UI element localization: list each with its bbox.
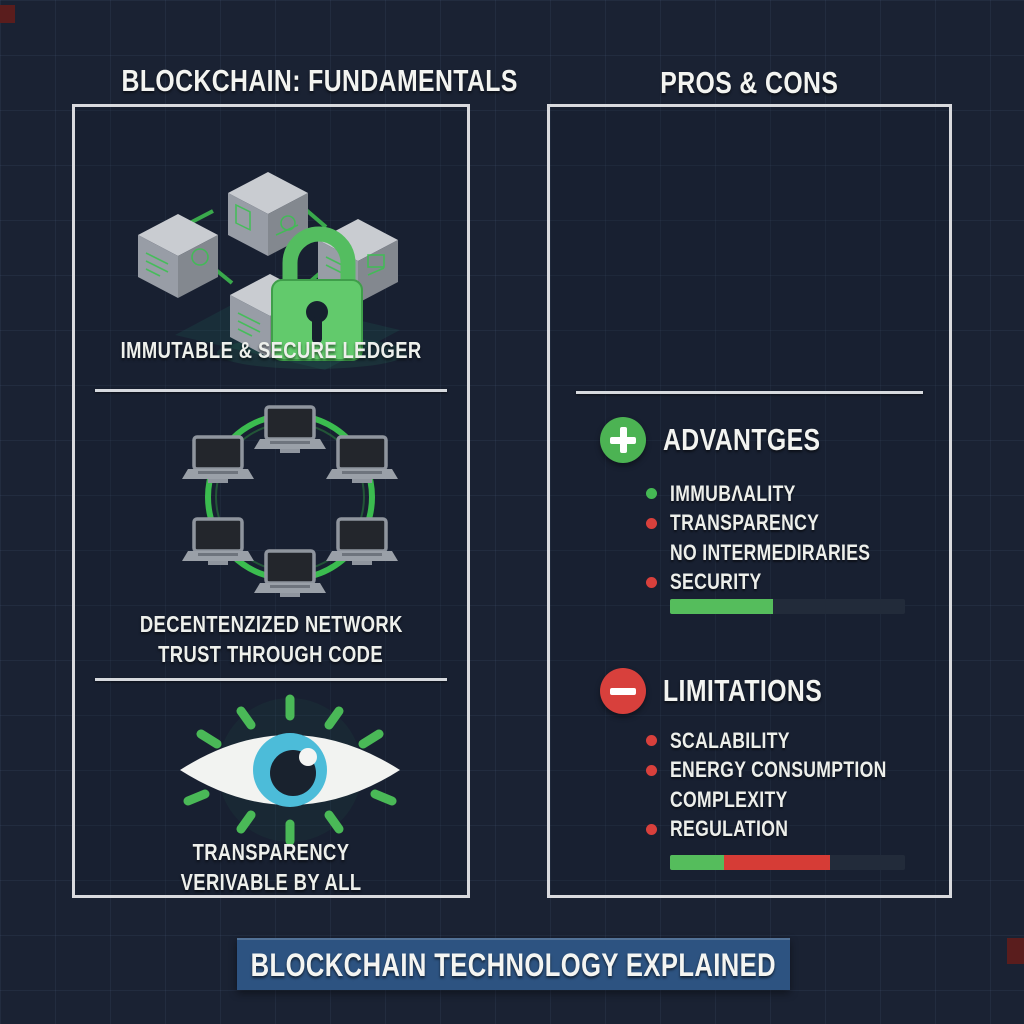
- caption-trust-through-code: TRUST THROUGH CODE: [158, 641, 384, 667]
- section-caption: DECENTENZIZED NETWORK TRUST THROUGH CODE: [75, 609, 467, 669]
- bullet-dot: [646, 735, 657, 747]
- minus-icon-bar: [610, 687, 636, 695]
- limitations-title: LIMITATIONS: [663, 673, 823, 708]
- bullet-dot: [646, 517, 657, 529]
- caption-decentralized-network: DECENTENZIZED NETWORK: [139, 611, 403, 637]
- limitation-label: REGULATION: [670, 816, 789, 842]
- advantage-label: IMMUBΛALITY: [670, 480, 796, 506]
- laptop-icon: [182, 435, 254, 483]
- bullet-dot: [646, 488, 657, 500]
- list-item: SCALABILITY: [646, 726, 929, 756]
- corner-accent: [1007, 938, 1024, 964]
- section-caption: IMMUTABLE & SECURE LEDGER: [75, 335, 467, 365]
- cube-icon: [138, 214, 218, 298]
- advantage-label: TRANSPARENCY: [670, 510, 820, 536]
- right-panel-title: PROS & CONS: [547, 65, 952, 101]
- advantages-list: IMMUBΛALITY TRANSPARENCY NO INTERMEDIRAR…: [646, 479, 929, 597]
- advantages-title: ADVANTGES: [663, 422, 821, 457]
- fundamentals-panel: IMMUTABLE & SECURE LEDGER: [72, 104, 470, 898]
- advantages-bar-green-segment: [670, 599, 774, 614]
- plus-icon: [600, 417, 646, 463]
- list-item: SECURITY: [646, 568, 929, 598]
- minus-icon: [600, 668, 646, 714]
- laptop-icon: [254, 549, 326, 597]
- laptop-icon: [326, 517, 398, 565]
- decentralized-network-icon: [182, 405, 398, 597]
- limitation-label: COMPLEXITY: [670, 786, 788, 812]
- limitation-label: SCALABILITY: [670, 727, 790, 753]
- bullet-dot: [646, 576, 657, 588]
- right-panel-title-text: PROS & CONS: [660, 65, 839, 100]
- limitations-bar: [670, 855, 905, 870]
- caption-verifiable-by-all: VERIVABLE BY ALL: [180, 869, 362, 895]
- bullet-dot: [646, 823, 657, 835]
- blockchain-cubes-lock-icon: [138, 172, 407, 370]
- left-panel-title: BLOCKCHAIN: FUNDAMENTALS: [72, 63, 518, 99]
- list-item: TRANSPARENCY: [646, 509, 929, 539]
- cube-icon: [228, 172, 308, 256]
- list-item: REGULATION: [646, 815, 929, 845]
- eye-rays: [183, 694, 397, 846]
- footer-banner-text: BLOCKCHAIN TECHNOLOGY EXPLAINED: [250, 946, 777, 983]
- section-caption: TRANSPARENCY VERIVABLE BY ALL: [75, 837, 467, 897]
- limitations-bar-red-segment: [724, 855, 830, 870]
- caption-transparency: TRANSPARENCY: [192, 839, 350, 865]
- transparency-eye-icon: [180, 694, 400, 846]
- bullet-dot: [646, 547, 657, 558]
- pros-cons-panel: ADVANTGES IMMUBΛALITY TRANSPARENCY NO IN…: [547, 104, 952, 898]
- left-panel-title-text: BLOCKCHAIN: FUNDAMENTALS: [121, 63, 518, 98]
- laptop-icon: [182, 517, 254, 565]
- section-divider: [95, 678, 447, 681]
- eye-icon: [180, 733, 400, 807]
- footer-banner: BLOCKCHAIN TECHNOLOGY EXPLAINED: [237, 938, 790, 990]
- plus-icon-bar: [619, 427, 627, 453]
- advantages-bar: [670, 599, 905, 614]
- caption-immutable-ledger: IMMUTABLE & SECURE LEDGER: [120, 337, 422, 363]
- list-item: COMPLEXITY: [646, 785, 929, 815]
- limitation-label: ENERGY CONSUMPTION: [670, 757, 887, 783]
- corner-accent: [0, 5, 15, 23]
- padlock-icon: [271, 226, 363, 361]
- section-divider: [576, 391, 923, 394]
- laptop-icon: [254, 405, 326, 453]
- bullet-dot: [646, 794, 657, 805]
- limitations-bar-green-segment: [670, 855, 725, 870]
- advantage-label: SECURITY: [670, 569, 762, 595]
- list-item: ENERGY CONSUMPTION: [646, 756, 929, 786]
- laptop-icons: [182, 405, 398, 597]
- list-item: NO INTERMEDIRARIES: [646, 538, 929, 568]
- laptop-icon: [326, 435, 398, 483]
- advantages-header: ADVANTGES: [600, 417, 860, 463]
- section-divider: [95, 389, 447, 392]
- limitations-list: SCALABILITY ENERGY CONSUMPTION COMPLEXIT…: [646, 726, 929, 844]
- list-item: IMMUBΛALITY: [646, 479, 929, 509]
- bullet-dot: [646, 764, 657, 776]
- advantage-label: NO INTERMEDIRARIES: [670, 539, 871, 565]
- limitations-header: LIMITATIONS: [600, 668, 862, 714]
